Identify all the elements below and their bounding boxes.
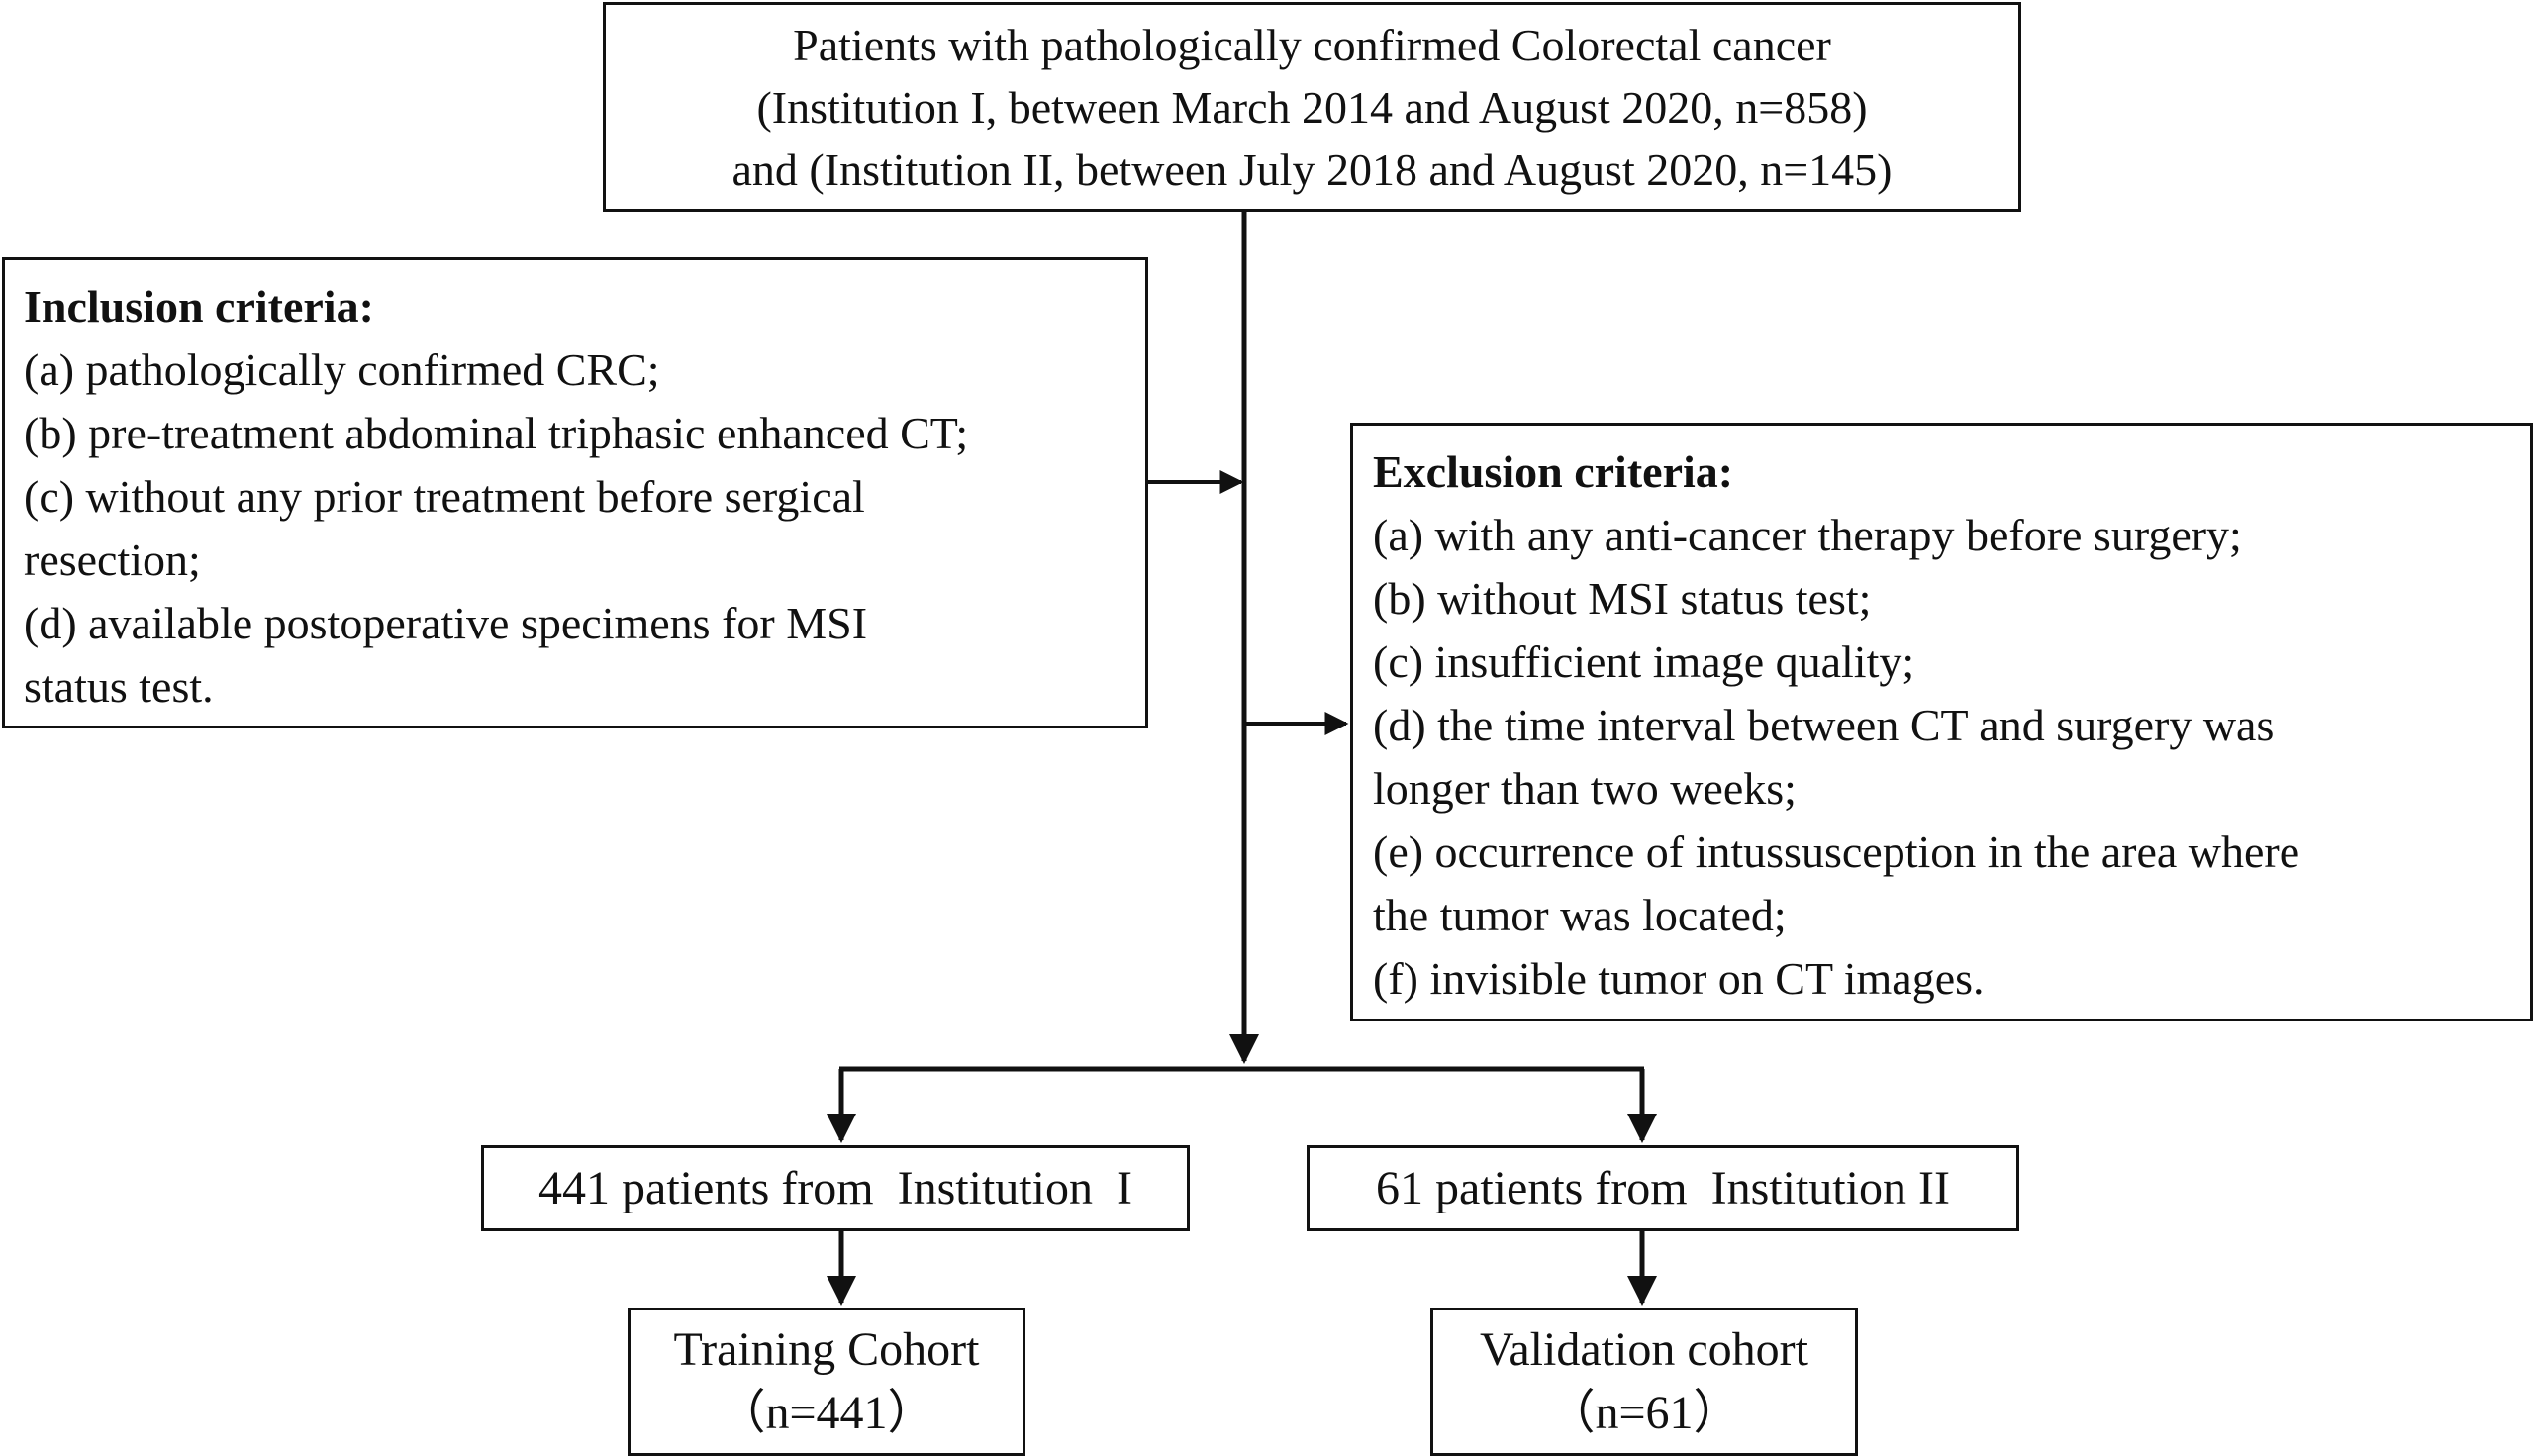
exclusion-criteria-box: Exclusion criteria: (a) with any anti-ca…	[1350, 423, 2533, 1021]
exclusion-item: the tumor was located;	[1373, 890, 1787, 940]
patient-source-box: Patients with pathologically confirmed C…	[603, 2, 2021, 212]
institution-1-label: 441 patients from Institution I	[538, 1162, 1132, 1214]
patient-source-line-1: Patients with pathologically confirmed C…	[793, 20, 1831, 70]
training-cohort-title: Training Cohort	[673, 1323, 980, 1376]
inclusion-item: resection;	[24, 534, 201, 585]
validation-cohort-n: （n=61）	[1547, 1387, 1741, 1439]
exclusion-item: (a) with any anti-cancer therapy before …	[1373, 510, 2242, 560]
inclusion-item: (c) without any prior treatment before s…	[24, 471, 865, 522]
inclusion-criteria-box: Inclusion criteria: (a) pathologically c…	[2, 257, 1148, 728]
training-cohort-n: （n=441）	[718, 1387, 935, 1439]
inclusion-item: (a) pathologically confirmed CRC;	[24, 344, 660, 395]
exclusion-item: (e) occurrence of intussusception in the…	[1373, 826, 2300, 877]
exclusion-item: (f) invisible tumor on CT images.	[1373, 953, 1985, 1004]
institution-2-box: 61 patients from Institution II	[1307, 1145, 2019, 1231]
exclusion-item: (c) insufficient image quality;	[1373, 636, 1915, 687]
inclusion-item: (d) available postoperative specimens fo…	[24, 598, 868, 648]
validation-cohort-title: Validation cohort	[1480, 1323, 1808, 1376]
patient-source-line-2: (Institution I, between March 2014 and A…	[756, 82, 1868, 133]
inclusion-item: status test.	[24, 661, 214, 712]
patient-source-line-3: and (Institution II, between July 2018 a…	[731, 145, 1893, 195]
institution-2-label: 61 patients from Institution II	[1376, 1162, 1950, 1214]
exclusion-item: longer than two weeks;	[1373, 763, 1797, 814]
exclusion-item: (b) without MSI status test;	[1373, 573, 1872, 624]
inclusion-title: Inclusion criteria:	[24, 281, 374, 332]
institution-1-box: 441 patients from Institution I	[481, 1145, 1190, 1231]
inclusion-item: (b) pre-treatment abdominal triphasic en…	[24, 408, 969, 458]
exclusion-title: Exclusion criteria:	[1373, 446, 1734, 497]
training-cohort-box: Training Cohort （n=441）	[628, 1308, 1025, 1456]
exclusion-item: (d) the time interval between CT and sur…	[1373, 700, 2275, 750]
validation-cohort-box: Validation cohort （n=61）	[1430, 1308, 1858, 1456]
